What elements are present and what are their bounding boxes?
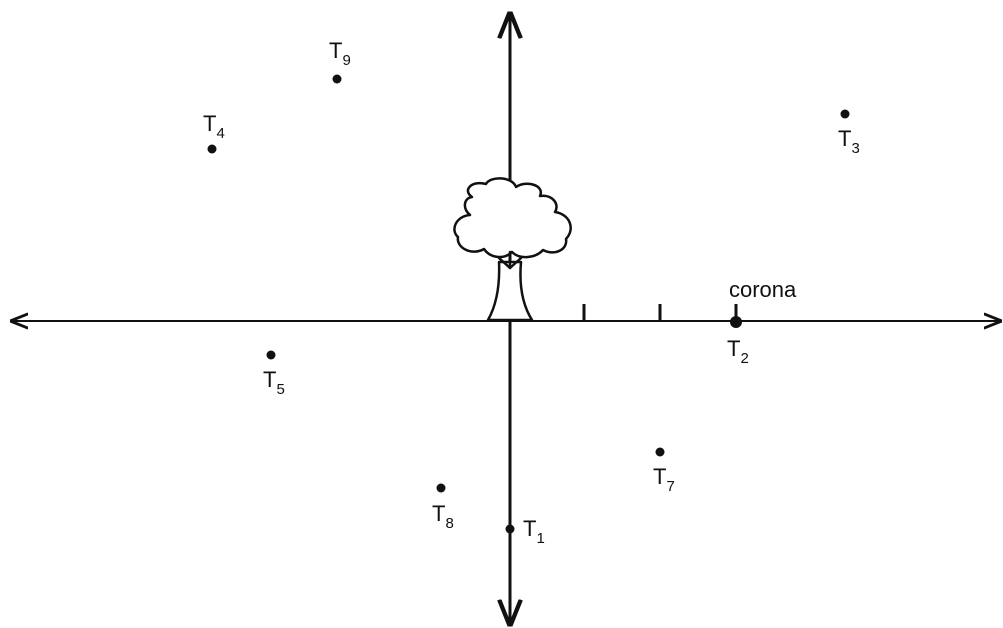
point-subscript: 8 xyxy=(445,515,453,532)
tree-point-t5: T5 xyxy=(263,350,285,398)
point-marker xyxy=(655,447,665,457)
point-marker xyxy=(505,524,515,534)
point-marker xyxy=(207,144,217,154)
tree-point-t2: T2 xyxy=(727,316,749,367)
point-letter: T xyxy=(838,126,851,151)
point-subscript: 5 xyxy=(276,381,284,398)
tree-point-t7: T7 xyxy=(653,447,675,495)
point-marker xyxy=(266,350,276,360)
tree-point-t8: T8 xyxy=(432,483,454,532)
point-subscript: 9 xyxy=(342,52,350,69)
svg-text:T3: T3 xyxy=(838,126,860,157)
corona-label: corona xyxy=(729,277,797,302)
point-subscript: 1 xyxy=(536,530,544,547)
point-marker xyxy=(332,74,342,84)
point-letter: T xyxy=(653,464,666,489)
point-letter: T xyxy=(432,501,445,526)
svg-text:T7: T7 xyxy=(653,464,675,495)
point-marker xyxy=(730,316,742,328)
point-letter: T xyxy=(329,38,342,63)
point-marker xyxy=(436,483,446,493)
point-letter: T xyxy=(727,336,740,361)
point-letter: T xyxy=(203,111,216,136)
tree-icon xyxy=(453,177,572,322)
tree-point-t1: T1 xyxy=(505,516,545,547)
svg-text:T5: T5 xyxy=(263,367,285,398)
point-letter: T xyxy=(263,367,276,392)
svg-text:T2: T2 xyxy=(727,336,749,367)
point-subscript: 7 xyxy=(666,478,674,495)
point-subscript: 3 xyxy=(851,140,859,157)
tree-point-t9: T9 xyxy=(329,38,351,84)
tree-point-t4: T4 xyxy=(203,111,225,154)
point-marker xyxy=(840,109,850,119)
svg-text:T1: T1 xyxy=(523,516,545,547)
tree-point-t3: T3 xyxy=(838,109,860,157)
point-letter: T xyxy=(523,516,536,541)
svg-text:T9: T9 xyxy=(329,38,351,69)
svg-text:T4: T4 xyxy=(203,111,225,142)
point-subscript: 4 xyxy=(216,125,224,142)
point-subscript: 2 xyxy=(740,350,748,367)
svg-text:T8: T8 xyxy=(432,501,454,532)
